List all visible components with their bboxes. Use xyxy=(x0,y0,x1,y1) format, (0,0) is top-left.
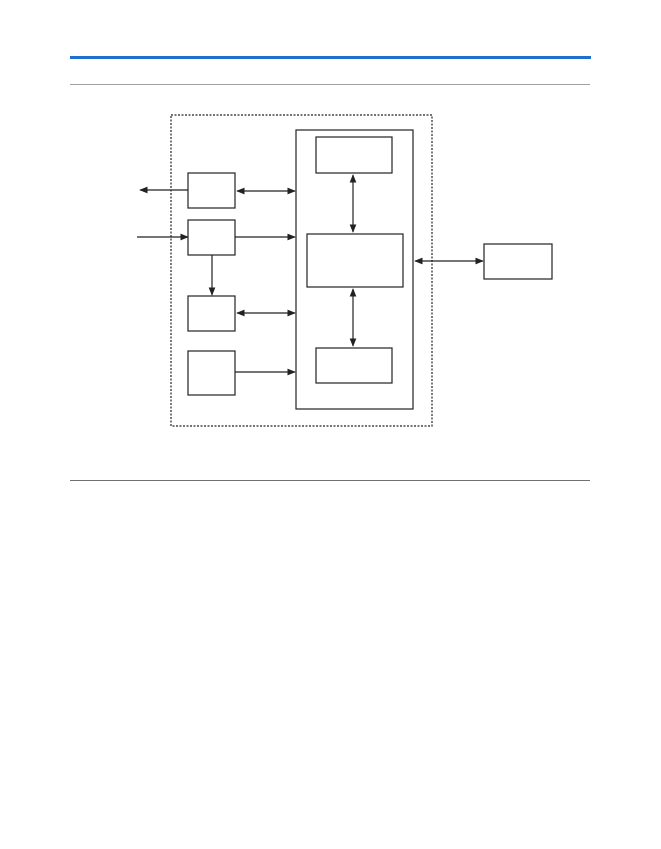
core-bottom-block xyxy=(315,347,393,384)
left-block-2 xyxy=(187,219,236,256)
left-block-4 xyxy=(187,350,236,396)
core-block xyxy=(295,129,414,410)
system-boundary-dashed xyxy=(170,114,433,427)
external-block xyxy=(483,243,553,280)
core-top-block xyxy=(315,136,393,174)
core-center-block xyxy=(306,233,404,288)
left-block-1 xyxy=(187,172,236,209)
left-block-3 xyxy=(187,295,236,332)
